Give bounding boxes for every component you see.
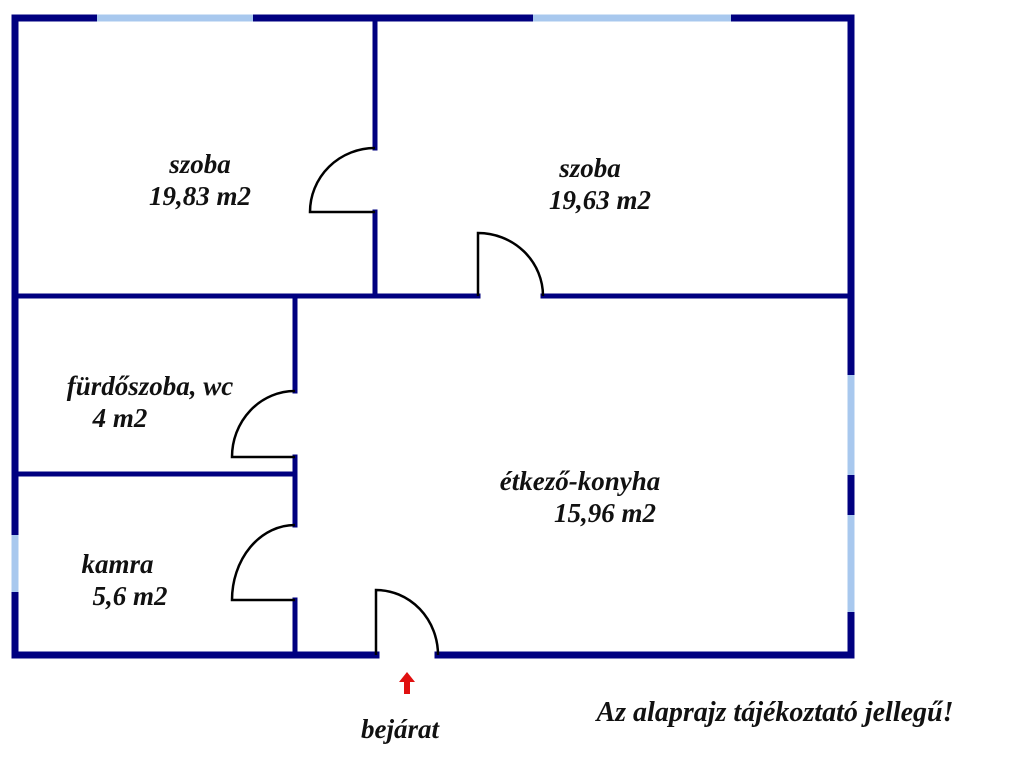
door-pantry <box>230 523 296 602</box>
room-name: szoba <box>169 149 231 179</box>
room-name: szoba <box>559 153 621 183</box>
room-name: kamra <box>81 549 154 579</box>
door-bedroom-2 <box>476 231 545 297</box>
room-name: fürdőszoba, wc <box>66 371 234 401</box>
room-area: 5,6 m2 <box>92 581 168 611</box>
door-entrance <box>374 588 440 656</box>
door-bathroom <box>230 389 296 459</box>
room-label-bathroom: fürdőszoba, wc 4 m2 <box>30 370 270 434</box>
room-area: 4 m2 <box>92 403 148 433</box>
room-label-bedroom-1: szoba 19,83 m2 <box>110 148 290 212</box>
room-label-bedroom-2: szoba 19,63 m2 <box>510 152 690 216</box>
room-label-pantry: kamra 5,6 m2 <box>50 548 210 612</box>
entrance-label: bejárat <box>361 714 439 744</box>
room-name: étkező-konyha <box>499 466 661 496</box>
door-bedroom-1 <box>308 146 376 214</box>
disclaimer-text: Az alaprajz tájékoztató jellegű! <box>596 697 954 728</box>
room-area: 19,63 m2 <box>548 185 651 215</box>
room-label-kitchen: étkező-konyha 15,96 m2 <box>470 465 710 529</box>
room-area: 15,96 m2 <box>553 498 656 528</box>
entrance-arrow-icon <box>399 672 415 694</box>
room-area: 19,83 m2 <box>148 181 251 211</box>
